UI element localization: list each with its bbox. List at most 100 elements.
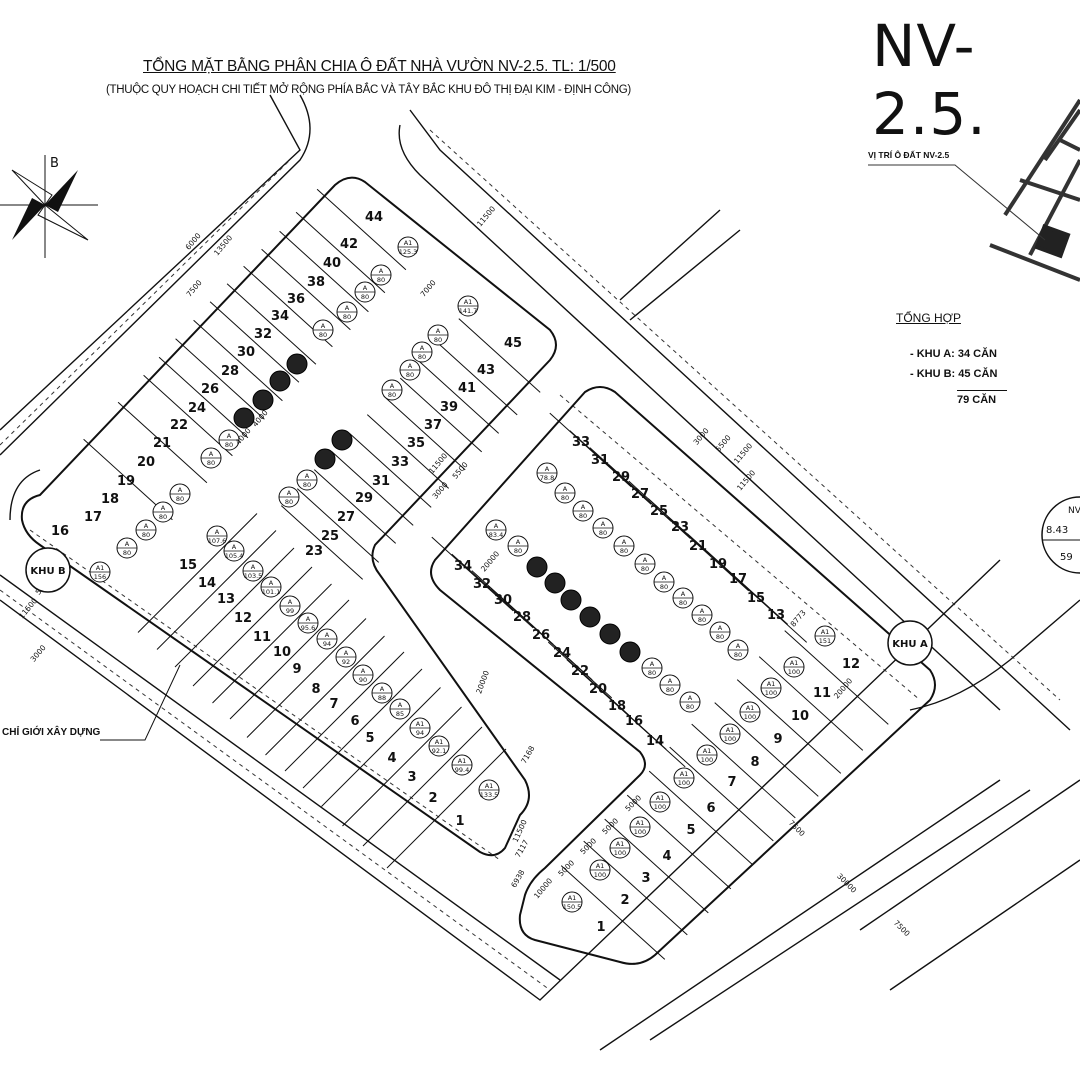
setback-dashed-lines <box>0 129 1061 991</box>
badge-type: A1 <box>656 794 665 802</box>
badge-type: A <box>668 677 673 685</box>
khu-b-lot-number: 15 <box>179 558 197 573</box>
khu-b-lot-number: 5 <box>365 731 374 746</box>
badge-type: A <box>269 579 274 587</box>
badge-type: A <box>545 465 550 473</box>
badge-area: 100 <box>678 779 690 787</box>
badge-area: 95.6 <box>301 624 315 632</box>
badge-area: 80 <box>679 599 687 607</box>
lot-divider <box>296 488 380 563</box>
badge-type: A1 <box>404 239 413 247</box>
lot-divider <box>451 553 534 629</box>
tree-icon <box>233 407 255 429</box>
badge-type: A <box>361 667 366 675</box>
khu-a-lot-number: 6 <box>706 801 715 816</box>
lot-divider <box>416 359 500 434</box>
lot-divider <box>143 374 233 457</box>
dimension-label: 5000 <box>623 793 643 813</box>
badge-area: 150.5 <box>563 903 582 911</box>
badge-type: A <box>436 327 441 335</box>
partial-badge-text: NV <box>1068 506 1080 516</box>
khu-a-lot-number: 23 <box>671 520 689 535</box>
badge-area: 100 <box>765 689 777 697</box>
lot-divider <box>226 283 317 365</box>
khu-a-lot-number: 10 <box>791 709 809 724</box>
badge-area: 100 <box>654 803 666 811</box>
badge-type: A1 <box>485 782 494 790</box>
khu-b-area-badge: A92 <box>335 646 357 668</box>
badge-area: 100 <box>634 828 646 836</box>
khu-a-area-badge: A83.4 <box>485 519 507 541</box>
lot-divider <box>209 301 300 383</box>
dimension-label: 11500 <box>475 204 497 228</box>
khu-b-area-badge: A80 <box>354 281 376 303</box>
khu-b-lot-number: 35 <box>407 436 425 451</box>
khu-b-lot-number: 1 <box>455 814 464 829</box>
badge-type: A <box>321 322 326 330</box>
khu-b-area-badge: A80 <box>278 486 300 508</box>
khu-b-lot-number: 2 <box>428 791 437 806</box>
lot-divider <box>758 656 864 751</box>
lot-divider <box>158 356 249 439</box>
dimension-label: 7000 <box>419 278 438 299</box>
khu-a-lot-number: 16 <box>625 714 643 729</box>
badge-type: A <box>215 528 220 536</box>
dimension-label: 7500 <box>892 918 912 938</box>
khu-b-lot-number: 12 <box>234 611 252 626</box>
lot-divider <box>458 318 541 393</box>
khu-a-area-badge: A80 <box>613 535 635 557</box>
khu-b-area-badge: A85 <box>389 698 411 720</box>
dimension-label: 7500 <box>787 818 807 838</box>
badge-area: 80 <box>418 353 426 361</box>
lot-divider <box>302 668 423 789</box>
khu-b-lot-number: 18 <box>101 492 119 507</box>
summary-line-khu-a: - KHU A: 34 CĂN <box>910 348 997 360</box>
badge-area: 100 <box>614 849 626 857</box>
badge-area: 80 <box>388 391 396 399</box>
lot-divider <box>342 706 462 827</box>
badge-type: A <box>700 607 705 615</box>
khu-b-label: KHU B <box>30 566 65 577</box>
khu-a-lot-number: 8 <box>750 755 759 770</box>
khu-a-lot-number: 29 <box>612 470 630 485</box>
badge-area: 80 <box>207 459 215 467</box>
khu-a-lot-number: 19 <box>709 557 727 572</box>
lot-divider <box>117 401 208 484</box>
badge-type: A <box>227 432 232 440</box>
badge-area: 80 <box>361 293 369 301</box>
lot-divider <box>261 248 351 331</box>
badge-area: 80 <box>698 616 706 624</box>
khu-b-lot-number: 30 <box>237 345 255 360</box>
khu-a-lot-number: 15 <box>747 591 765 606</box>
dimension-label: 5000 <box>600 816 620 836</box>
lot-divider <box>648 770 754 866</box>
badge-area: 100 <box>724 735 736 743</box>
tree-icon <box>331 429 353 451</box>
lot-divider <box>193 319 283 402</box>
lot-divider <box>736 679 842 774</box>
khu-a-lot-number: 27 <box>631 487 649 502</box>
badge-area: 80 <box>620 547 628 555</box>
badge-type: A1 <box>746 704 755 712</box>
badge-type: A1 <box>680 770 689 778</box>
badge-area: 92.1 <box>432 747 446 755</box>
khu-b-area-badge: A80 <box>200 447 222 469</box>
badge-type: A <box>601 520 606 528</box>
khu-b-lot-number: 19 <box>117 474 135 489</box>
dimension-label: 20000 <box>479 549 501 573</box>
khu-b-lot-number: 6 <box>350 714 359 729</box>
dimension-label: 11500 <box>17 596 39 620</box>
badge-type: A <box>516 538 521 546</box>
lot-divider <box>362 726 483 847</box>
khu-b-lot-number: 41 <box>458 381 476 396</box>
badge-type: A <box>581 503 586 511</box>
